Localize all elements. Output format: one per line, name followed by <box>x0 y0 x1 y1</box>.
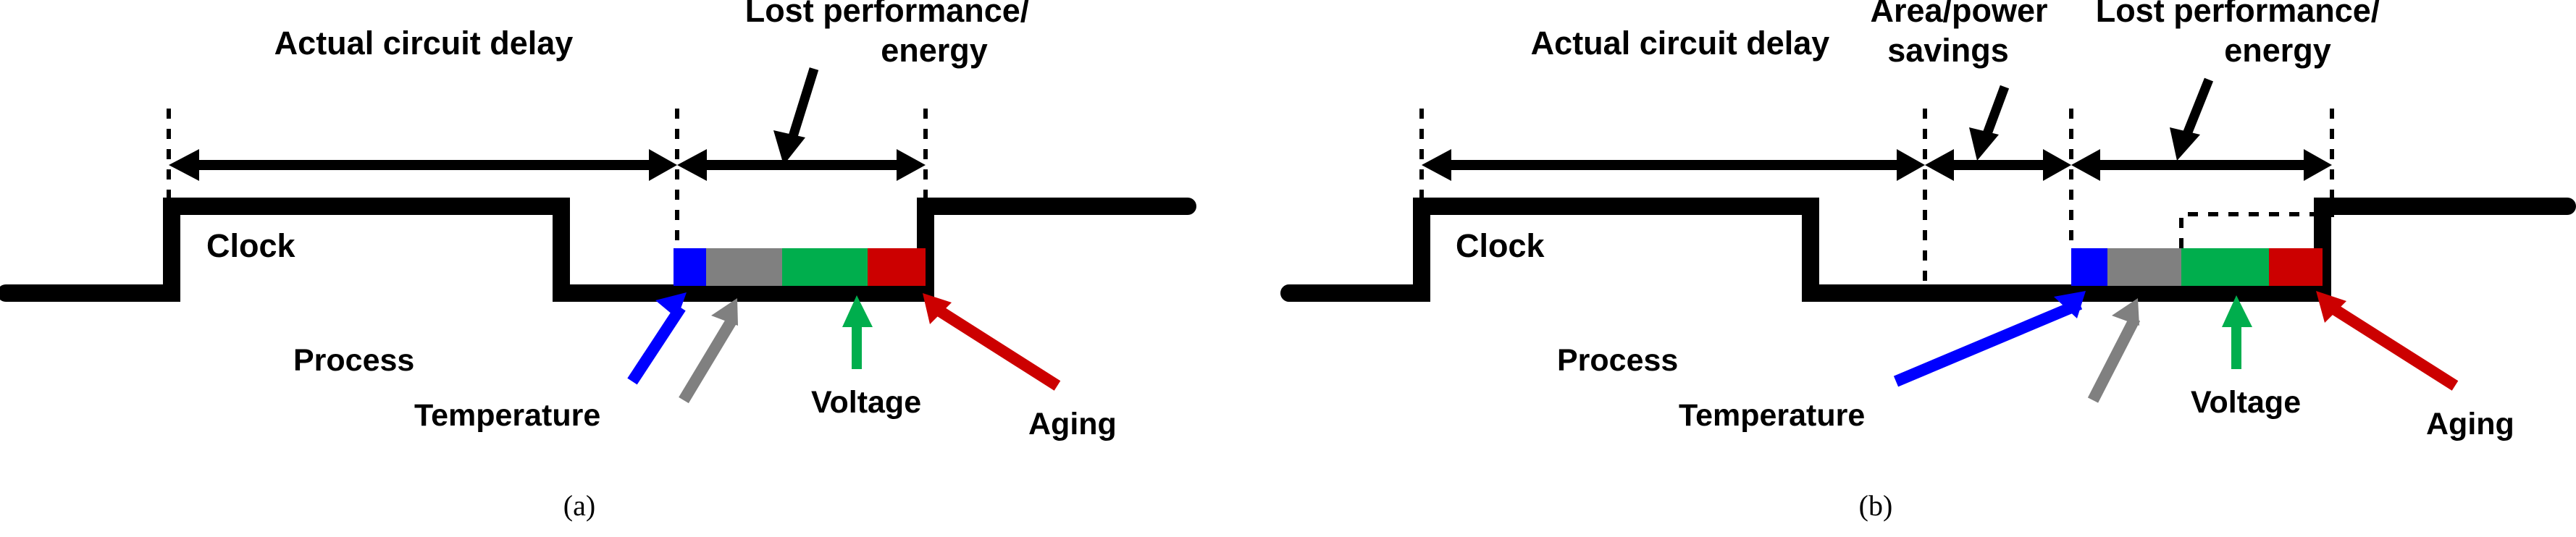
label-clock: Clock <box>206 227 296 264</box>
panel-b-callout-voltage: Voltage <box>2191 295 2301 420</box>
arrow-head-right <box>2304 149 2332 181</box>
panel-a-callout-temperature: Temperature <box>414 298 738 433</box>
callout-label-process: Process <box>1557 343 1678 378</box>
guardband-segment-process <box>2071 248 2107 286</box>
callout-line <box>2087 316 2141 403</box>
panel-b-clock-waveform <box>1280 198 2576 302</box>
guardband-segment-process <box>674 248 706 286</box>
panel-b-callout-temperature: Temperature <box>1679 298 2141 433</box>
callout-arrow-head <box>2112 298 2139 326</box>
callout-arrow-head <box>711 298 738 326</box>
callout-arrow-head <box>842 295 873 327</box>
callout-arrow-head <box>2222 295 2252 327</box>
label-lost-performance-line1: Lost performance/ <box>2096 0 2380 29</box>
panel-a-clock-waveform <box>0 198 1196 302</box>
callout-label-temperature: Temperature <box>1679 398 1865 433</box>
callout-arrow-head <box>2054 291 2086 318</box>
arrow-head-right <box>1897 149 1925 181</box>
arrow-head-right <box>2043 149 2071 181</box>
label-lost-performance-line1: Lost performance/ <box>745 0 1030 29</box>
guardband-segment-temperature <box>2107 248 2181 286</box>
callout-line <box>2325 300 2459 391</box>
panel-a: Actual circuit delay Lost performance/ e… <box>0 0 1196 522</box>
panel-a-guardband-bar <box>674 248 926 286</box>
leader-head <box>773 130 805 165</box>
callout-label-voltage: Voltage <box>2191 385 2301 420</box>
panel-b-actual-circuit-delay-arrow <box>1422 149 1925 181</box>
arrow-head-left <box>1925 149 1954 181</box>
panel-b: Actual circuit delay Area/power savings … <box>1280 0 2576 522</box>
panel-b-lost-performance-arrow <box>2071 149 2332 181</box>
panel-b-caption: (b) <box>1859 489 1893 522</box>
arrow-head-right <box>897 149 926 181</box>
panel-b-lost-performance-leader-arrow <box>2170 77 2214 161</box>
arrow-head-left <box>2071 149 2100 181</box>
panel-a-lost-performance-leader-arrow <box>773 67 819 165</box>
callout-label-aging: Aging <box>2426 407 2514 441</box>
arrow-head-left <box>1422 149 1451 181</box>
leader-head <box>2170 127 2200 161</box>
label-area-power-line1: Area/power <box>1870 0 2047 29</box>
panel-a-callout-voltage: Voltage <box>811 295 921 420</box>
clock-trace <box>1280 198 2576 302</box>
label-lost-performance-line2: energy <box>881 32 988 69</box>
leader-shaft <box>2182 77 2214 136</box>
guardband-segment-aging <box>2269 248 2323 286</box>
arrow-head-left <box>677 149 707 181</box>
label-area-power-line2: savings <box>1887 32 2009 69</box>
guardband-segment-voltage <box>2181 248 2269 286</box>
leader-shaft <box>786 67 819 145</box>
guardband-segment-voltage <box>782 248 868 286</box>
callout-line <box>679 315 738 404</box>
callout-label-aging: Aging <box>1028 407 1117 441</box>
panel-a-callout-aging: Aging <box>923 293 1117 441</box>
panel-b-area-power-savings-arrow <box>1925 149 2071 181</box>
guardband-segment-aging <box>868 248 926 286</box>
callout-label-temperature: Temperature <box>414 398 600 433</box>
callout-line <box>1893 298 2083 387</box>
clock-trace <box>0 198 1196 302</box>
panel-b-guardband-bar <box>2071 248 2323 286</box>
leader-shaft <box>1981 85 2010 140</box>
callout-arrow-head <box>655 292 687 318</box>
leader-head <box>1969 127 1999 161</box>
guardband-segment-temperature <box>706 248 782 286</box>
panel-b-callout-process: Process <box>1557 291 2086 387</box>
panel-a-lost-performance-arrow <box>677 149 926 181</box>
label-lost-performance-line2: energy <box>2224 32 2331 69</box>
label-clock: Clock <box>1456 227 1545 264</box>
panel-b-callout-aging: Aging <box>2316 291 2514 441</box>
arrow-head-right <box>649 149 677 181</box>
callout-label-voltage: Voltage <box>811 385 921 420</box>
callout-line <box>931 303 1061 391</box>
callout-line <box>627 304 686 385</box>
panel-a-callout-process: Process <box>293 292 687 385</box>
callout-label-process: Process <box>293 343 414 378</box>
panel-b-area-power-leader-arrow <box>1969 85 2010 161</box>
panel-a-caption: (a) <box>563 489 595 522</box>
label-actual-circuit-delay: Actual circuit delay <box>1531 25 1830 62</box>
panel-a-actual-circuit-delay-arrow <box>169 149 677 181</box>
label-actual-circuit-delay: Actual circuit delay <box>274 25 574 62</box>
callout-arrow-head <box>923 293 952 324</box>
callout-arrow-head <box>2316 291 2346 323</box>
arrow-head-left <box>169 149 199 181</box>
